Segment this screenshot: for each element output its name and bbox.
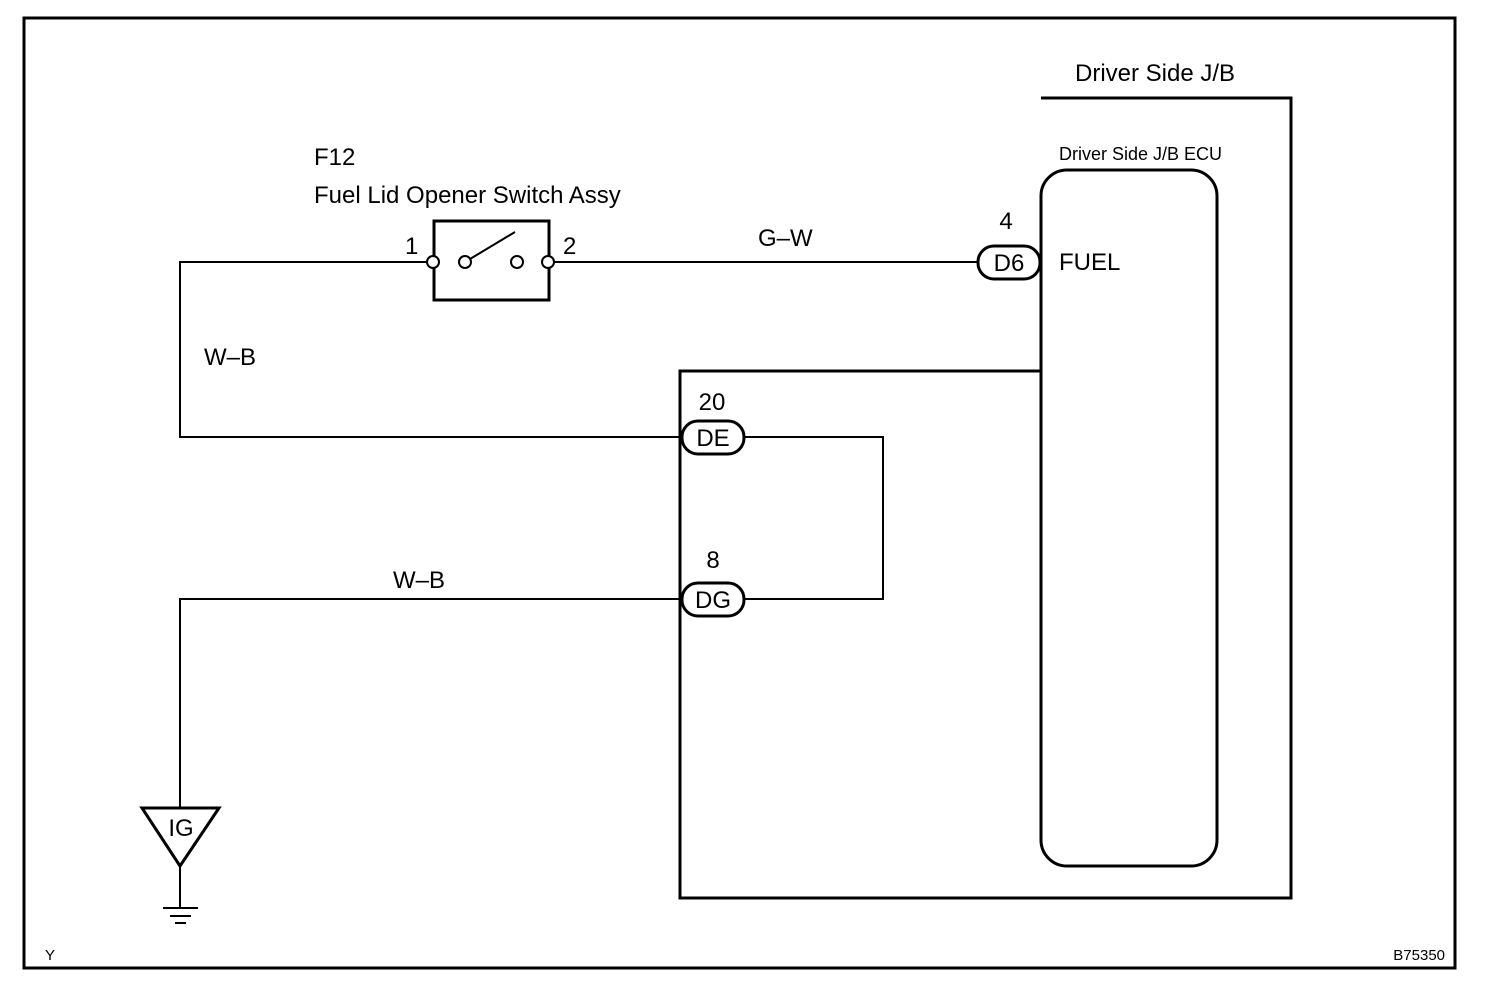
connector-d6-pin: 4 — [999, 208, 1012, 235]
wiring: G–W W–B W–B — [179, 225, 978, 808]
ground-point-ig: IG — [139, 806, 222, 924]
connector-de: DE 20 — [680, 389, 746, 456]
wire-de-to-dg-link — [744, 436, 884, 600]
connector-de-name: DE — [696, 425, 729, 452]
switch-pin-1: 1 — [405, 233, 418, 260]
switch-name: Fuel Lid Opener Switch Assy — [314, 182, 621, 209]
connector-d6-body — [976, 244, 1042, 281]
switch-code: F12 — [314, 144, 355, 171]
wire-label-w-b-lower: W–B — [393, 567, 445, 594]
switch-pin-2: 2 — [563, 233, 576, 260]
corner-mark-left: Y — [45, 947, 55, 964]
switch-contact-right — [510, 255, 524, 269]
connector-d6: D6 4 — [976, 208, 1042, 281]
junction-block-title: Driver Side J/B — [1075, 60, 1235, 87]
switch-terminal-1 — [426, 255, 440, 269]
ecu-title: Driver Side J/B ECU — [1059, 144, 1222, 164]
fuel-lid-opener-switch: F12 Fuel Lid Opener Switch Assy 1 2 — [314, 144, 621, 302]
connector-d6-name: D6 — [994, 250, 1025, 277]
connector-dg-name: DG — [695, 587, 731, 614]
wire-label-g-w: G–W — [758, 225, 813, 252]
driver-side-junction-block: Driver Side J/B — [678, 60, 1293, 900]
switch-terminal-2 — [541, 255, 555, 269]
wire-label-w-b-upper: W–B — [204, 344, 256, 371]
switch-contact-left — [458, 255, 472, 269]
ecu-outline — [1039, 168, 1219, 868]
figure-code: B75350 — [1393, 947, 1445, 964]
connector-de-body — [680, 419, 746, 456]
connector-dg-pin: 8 — [706, 547, 719, 574]
junction-block-outline — [678, 96, 1293, 900]
connector-dg-body — [680, 581, 746, 618]
ecu-terminal-fuel: FUEL — [1059, 249, 1120, 276]
wire-dg-to-ground — [179, 598, 682, 808]
driver-side-jb-ecu: Driver Side J/B ECU FUEL — [1039, 144, 1222, 868]
switch-lever — [469, 231, 516, 260]
ground-triangle — [139, 806, 222, 869]
diagram-frame — [22, 16, 1457, 970]
ground-label: IG — [168, 815, 193, 842]
connector-de-pin: 20 — [699, 389, 726, 416]
wire-switch-to-de — [179, 261, 682, 438]
ground-icon — [163, 907, 198, 924]
connector-dg: DG 8 — [680, 547, 746, 618]
switch-body — [432, 219, 551, 302]
